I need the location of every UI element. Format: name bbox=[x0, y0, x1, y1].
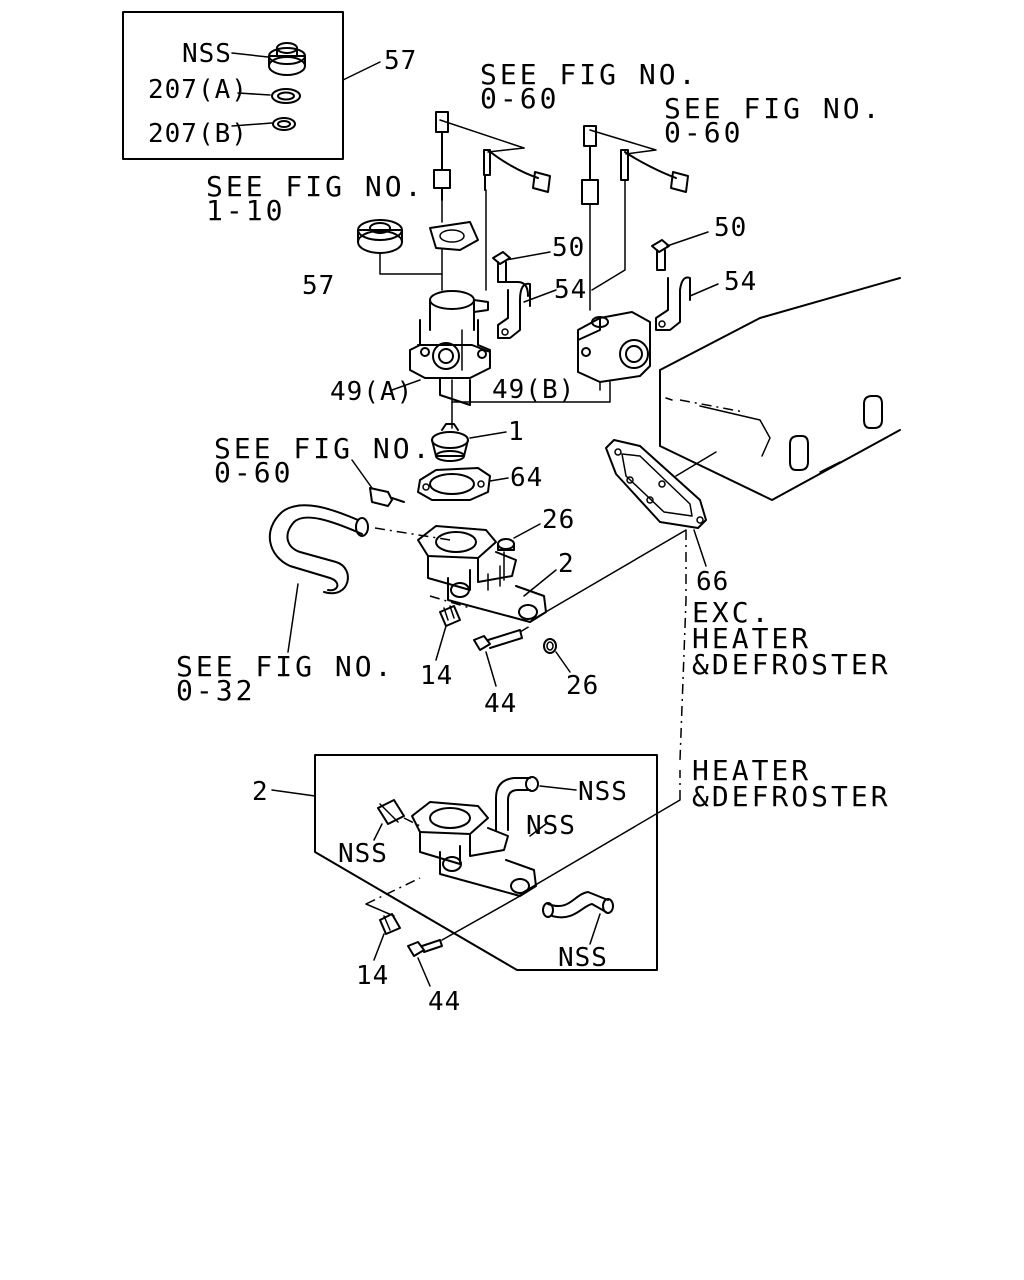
label-see-fig-060-c-2: 0-60 bbox=[214, 456, 293, 489]
engine-block bbox=[659, 277, 901, 501]
label-nss-b2: NSS bbox=[526, 811, 576, 841]
label-66: 66 bbox=[696, 567, 729, 597]
label-see-fig-060-b-2: 0-60 bbox=[664, 116, 743, 149]
label-see-fig-110-2: 1-10 bbox=[206, 194, 285, 227]
inset-box-57 bbox=[122, 11, 381, 160]
label-14-top: 14 bbox=[420, 661, 453, 691]
water-outlet-2 bbox=[417, 525, 557, 623]
gasket-64-icon bbox=[417, 467, 509, 501]
label-26-bottom: 26 bbox=[566, 671, 599, 701]
label-see-fig-060-a-1: SEE FIG NO. bbox=[480, 58, 698, 91]
label-exc-2: HEATER bbox=[692, 622, 811, 655]
bracket-54-left bbox=[497, 281, 557, 339]
bolt-44-top-icon bbox=[473, 625, 531, 687]
labels: NSS 207(A) 207(B) 57 SEE FIG NO. 0-60 SE… bbox=[148, 39, 891, 1017]
label-nss-b3: NSS bbox=[338, 839, 388, 869]
label-see-fig-110-1: SEE FIG NO. bbox=[206, 170, 424, 203]
label-heater-1: HEATER bbox=[692, 754, 811, 787]
label-64: 64 bbox=[510, 463, 543, 493]
bolt-44-bottom-icon bbox=[407, 895, 521, 987]
label-exc-1: EXC. bbox=[692, 596, 771, 629]
label-heater-2: &DEFROSTER bbox=[692, 780, 891, 813]
thermostat-housing-49b bbox=[577, 311, 651, 391]
label-207b: 207(B) bbox=[148, 119, 248, 149]
bracket-54-right bbox=[655, 276, 719, 331]
label-50-right: 50 bbox=[714, 213, 747, 243]
label-49b: 49(B) bbox=[492, 375, 575, 405]
label-54-left: 54 bbox=[554, 275, 587, 305]
temp-sensor-icon bbox=[351, 459, 405, 507]
label-nss-b4: NSS bbox=[558, 943, 608, 973]
gasket-66-icon bbox=[605, 439, 717, 567]
label-57-box: 57 bbox=[384, 46, 417, 76]
label-exc-3: &DEFROSTER bbox=[692, 648, 891, 681]
sensor-assembly-right bbox=[581, 125, 689, 311]
thermostat-housing-49a bbox=[357, 219, 491, 406]
sensor-assembly-left bbox=[433, 111, 551, 291]
label-50-left: 50 bbox=[552, 233, 585, 263]
label-see-fig-032-1: SEE FIG NO. bbox=[176, 650, 394, 683]
label-44-top: 44 bbox=[484, 689, 517, 719]
filler-cap-icon bbox=[268, 42, 306, 76]
label-nss-b1: NSS bbox=[578, 777, 628, 807]
label-see-fig-060-b-1: SEE FIG NO. bbox=[664, 92, 882, 125]
thermostat-1-icon bbox=[431, 423, 507, 462]
fitting-14-top-icon bbox=[429, 595, 471, 661]
seal-ring-b-icon bbox=[272, 117, 296, 131]
label-see-fig-060-a-2: 0-60 bbox=[480, 82, 559, 115]
seal-ring-a-icon bbox=[271, 88, 301, 104]
label-2-top: 2 bbox=[558, 549, 575, 579]
bolt-50-left bbox=[492, 251, 551, 283]
label-2-box: 2 bbox=[252, 777, 269, 807]
label-see-fig-060-c-1: SEE FIG NO. bbox=[214, 432, 432, 465]
label-57-cap: 57 bbox=[302, 271, 335, 301]
fitting-14-bottom-icon bbox=[365, 877, 421, 961]
label-see-fig-032-2: 0-32 bbox=[176, 674, 255, 707]
plug-26-top-icon bbox=[497, 523, 541, 581]
bolt-50-right bbox=[651, 231, 709, 271]
label-54-right: 54 bbox=[724, 267, 757, 297]
label-nss-top: NSS bbox=[182, 39, 232, 69]
label-44-bottom: 44 bbox=[428, 987, 461, 1017]
radiator-cap-icon bbox=[357, 219, 403, 254]
hose-icon bbox=[268, 504, 369, 653]
label-14-bottom: 14 bbox=[356, 961, 389, 991]
label-207a: 207(A) bbox=[148, 75, 248, 105]
inset-box-2 bbox=[271, 754, 658, 971]
label-49a: 49(A) bbox=[330, 377, 413, 407]
label-26-top: 26 bbox=[542, 505, 575, 535]
washer-26-bottom-icon bbox=[543, 638, 571, 673]
label-1: 1 bbox=[508, 417, 525, 447]
